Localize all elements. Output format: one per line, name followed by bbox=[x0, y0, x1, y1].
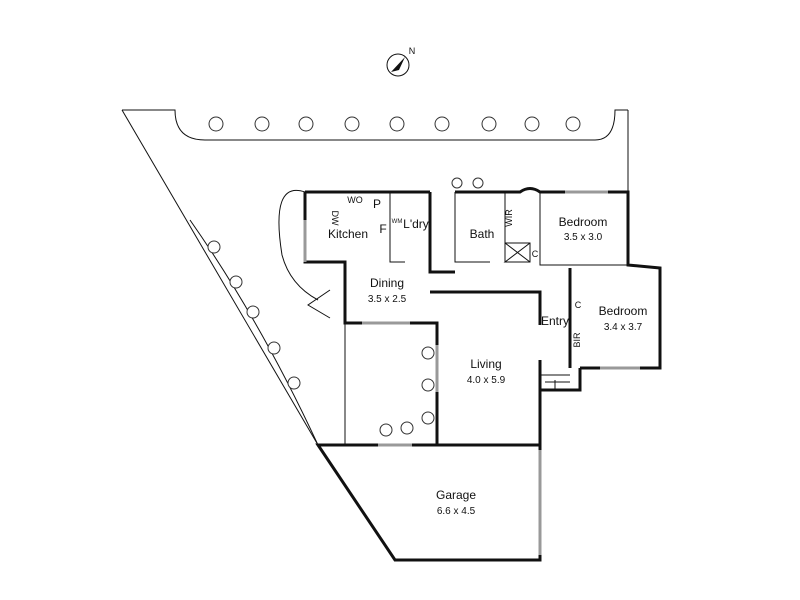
garage-outline bbox=[315, 443, 542, 562]
dishwasher-label: DW bbox=[330, 211, 340, 226]
bedroom2-size: 3.4 x 3.7 bbox=[604, 322, 643, 333]
garage-label: Garage bbox=[436, 488, 476, 502]
fridge-label: F bbox=[379, 222, 386, 236]
house-walls bbox=[303, 187, 662, 445]
washing-machine-label: WM bbox=[392, 219, 403, 225]
wall-oven-label: WO bbox=[347, 195, 363, 205]
entry-label: Entry bbox=[541, 314, 569, 328]
bedroom1-size: 3.5 x 3.0 bbox=[564, 232, 603, 243]
compass-label: N bbox=[409, 46, 416, 56]
bedroom1-label: Bedroom bbox=[559, 215, 608, 229]
windows bbox=[303, 190, 640, 447]
living-label: Living bbox=[470, 357, 501, 371]
kitchen-label: Kitchen bbox=[328, 227, 368, 241]
wir-label: WIR bbox=[504, 209, 514, 227]
bedroom2-label: Bedroom bbox=[599, 304, 648, 318]
living-size: 4.0 x 5.9 bbox=[467, 375, 506, 386]
pantry-label: P bbox=[373, 197, 381, 211]
laundry-label: L'dry bbox=[403, 217, 429, 231]
trees bbox=[207, 116, 581, 437]
garage-size: 6.6 x 4.5 bbox=[437, 506, 476, 517]
cupboard-label: C bbox=[575, 300, 582, 310]
bath-label: Bath bbox=[470, 227, 495, 241]
linen-cupboard-label: C bbox=[532, 249, 539, 259]
dining-label: Dining bbox=[370, 276, 404, 290]
dining-size: 3.5 x 2.5 bbox=[368, 294, 407, 305]
north-compass-icon: N bbox=[386, 46, 416, 77]
bir-label: BIR bbox=[572, 332, 582, 348]
